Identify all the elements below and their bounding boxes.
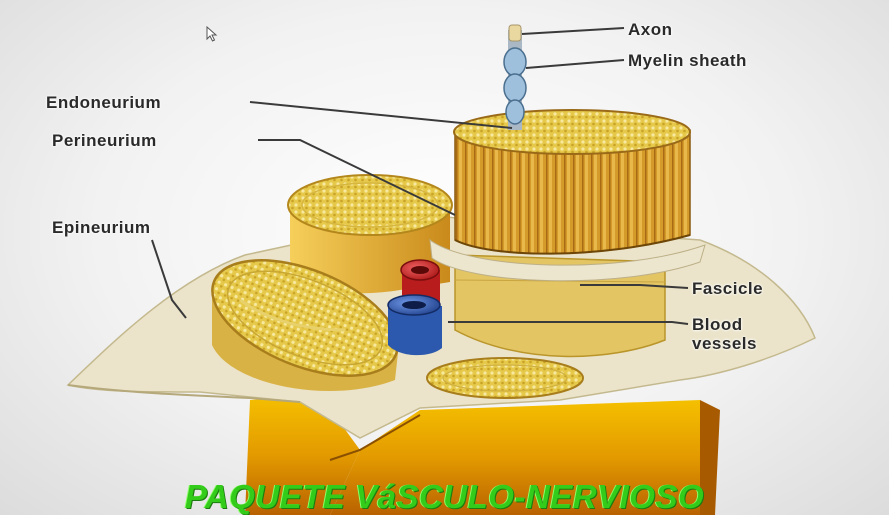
label-epineurium: Epineurium [52,218,151,238]
label-axon: Axon [628,20,673,40]
label-endoneurium: Endoneurium [46,93,161,113]
label-myelin-sheath: Myelin sheath [628,51,747,71]
axon-structure [504,25,526,130]
label-blood-vessels: Blood vessels [692,315,802,353]
label-perineurium: Perineurium [52,131,157,151]
caption-title: PAQUETE VáSCULO-NERVIOSO [0,478,889,515]
mouse-pointer-icon [206,26,218,42]
fascicle-small [427,358,583,398]
label-fascicle: Fascicle [692,279,763,299]
